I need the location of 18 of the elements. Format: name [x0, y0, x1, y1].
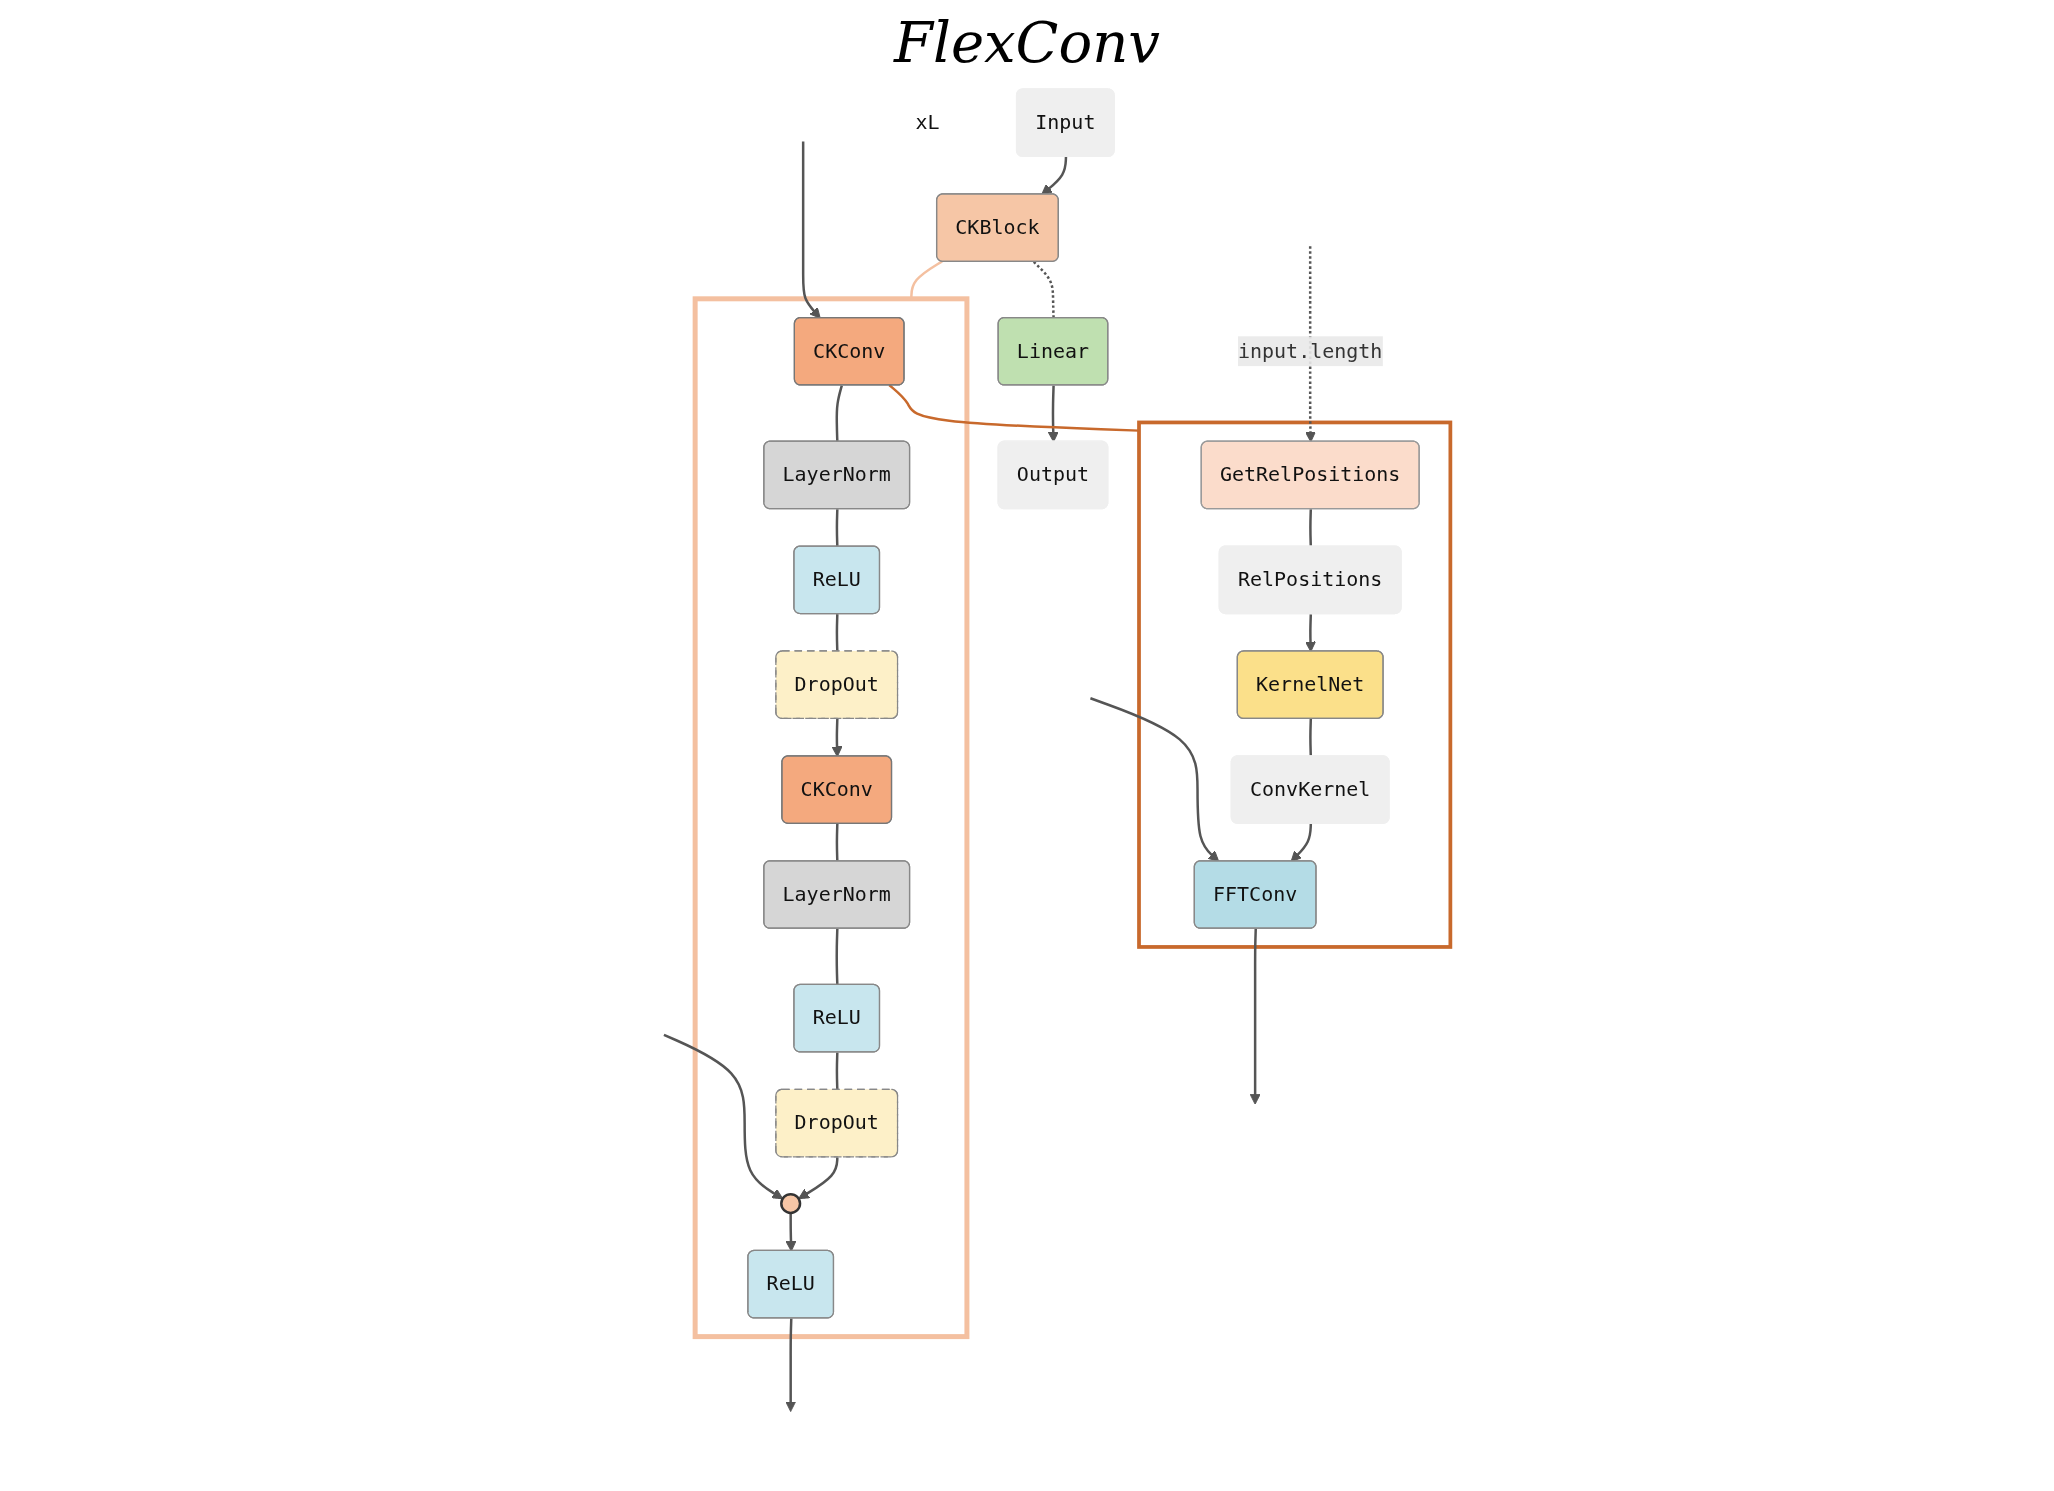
arrow — [785, 1212, 797, 1252]
diagram-title: FlexConv — [892, 10, 1161, 75]
arrow — [798, 1157, 839, 1200]
arrow — [1290, 823, 1313, 862]
arrow — [785, 1318, 797, 1413]
arrow — [831, 719, 843, 757]
arrow — [1041, 157, 1068, 195]
arrow — [1305, 246, 1317, 443]
arrow — [1249, 928, 1261, 1105]
edge-label: input.length — [1238, 338, 1383, 363]
cluster — [1137, 420, 1453, 949]
cluster — [692, 296, 970, 1340]
node-label: xL — [915, 110, 940, 134]
arrow — [1090, 697, 1220, 862]
arrow — [1048, 385, 1060, 443]
arrow — [802, 141, 822, 319]
node-circle — [780, 1193, 802, 1215]
arrow — [663, 1033, 784, 1200]
